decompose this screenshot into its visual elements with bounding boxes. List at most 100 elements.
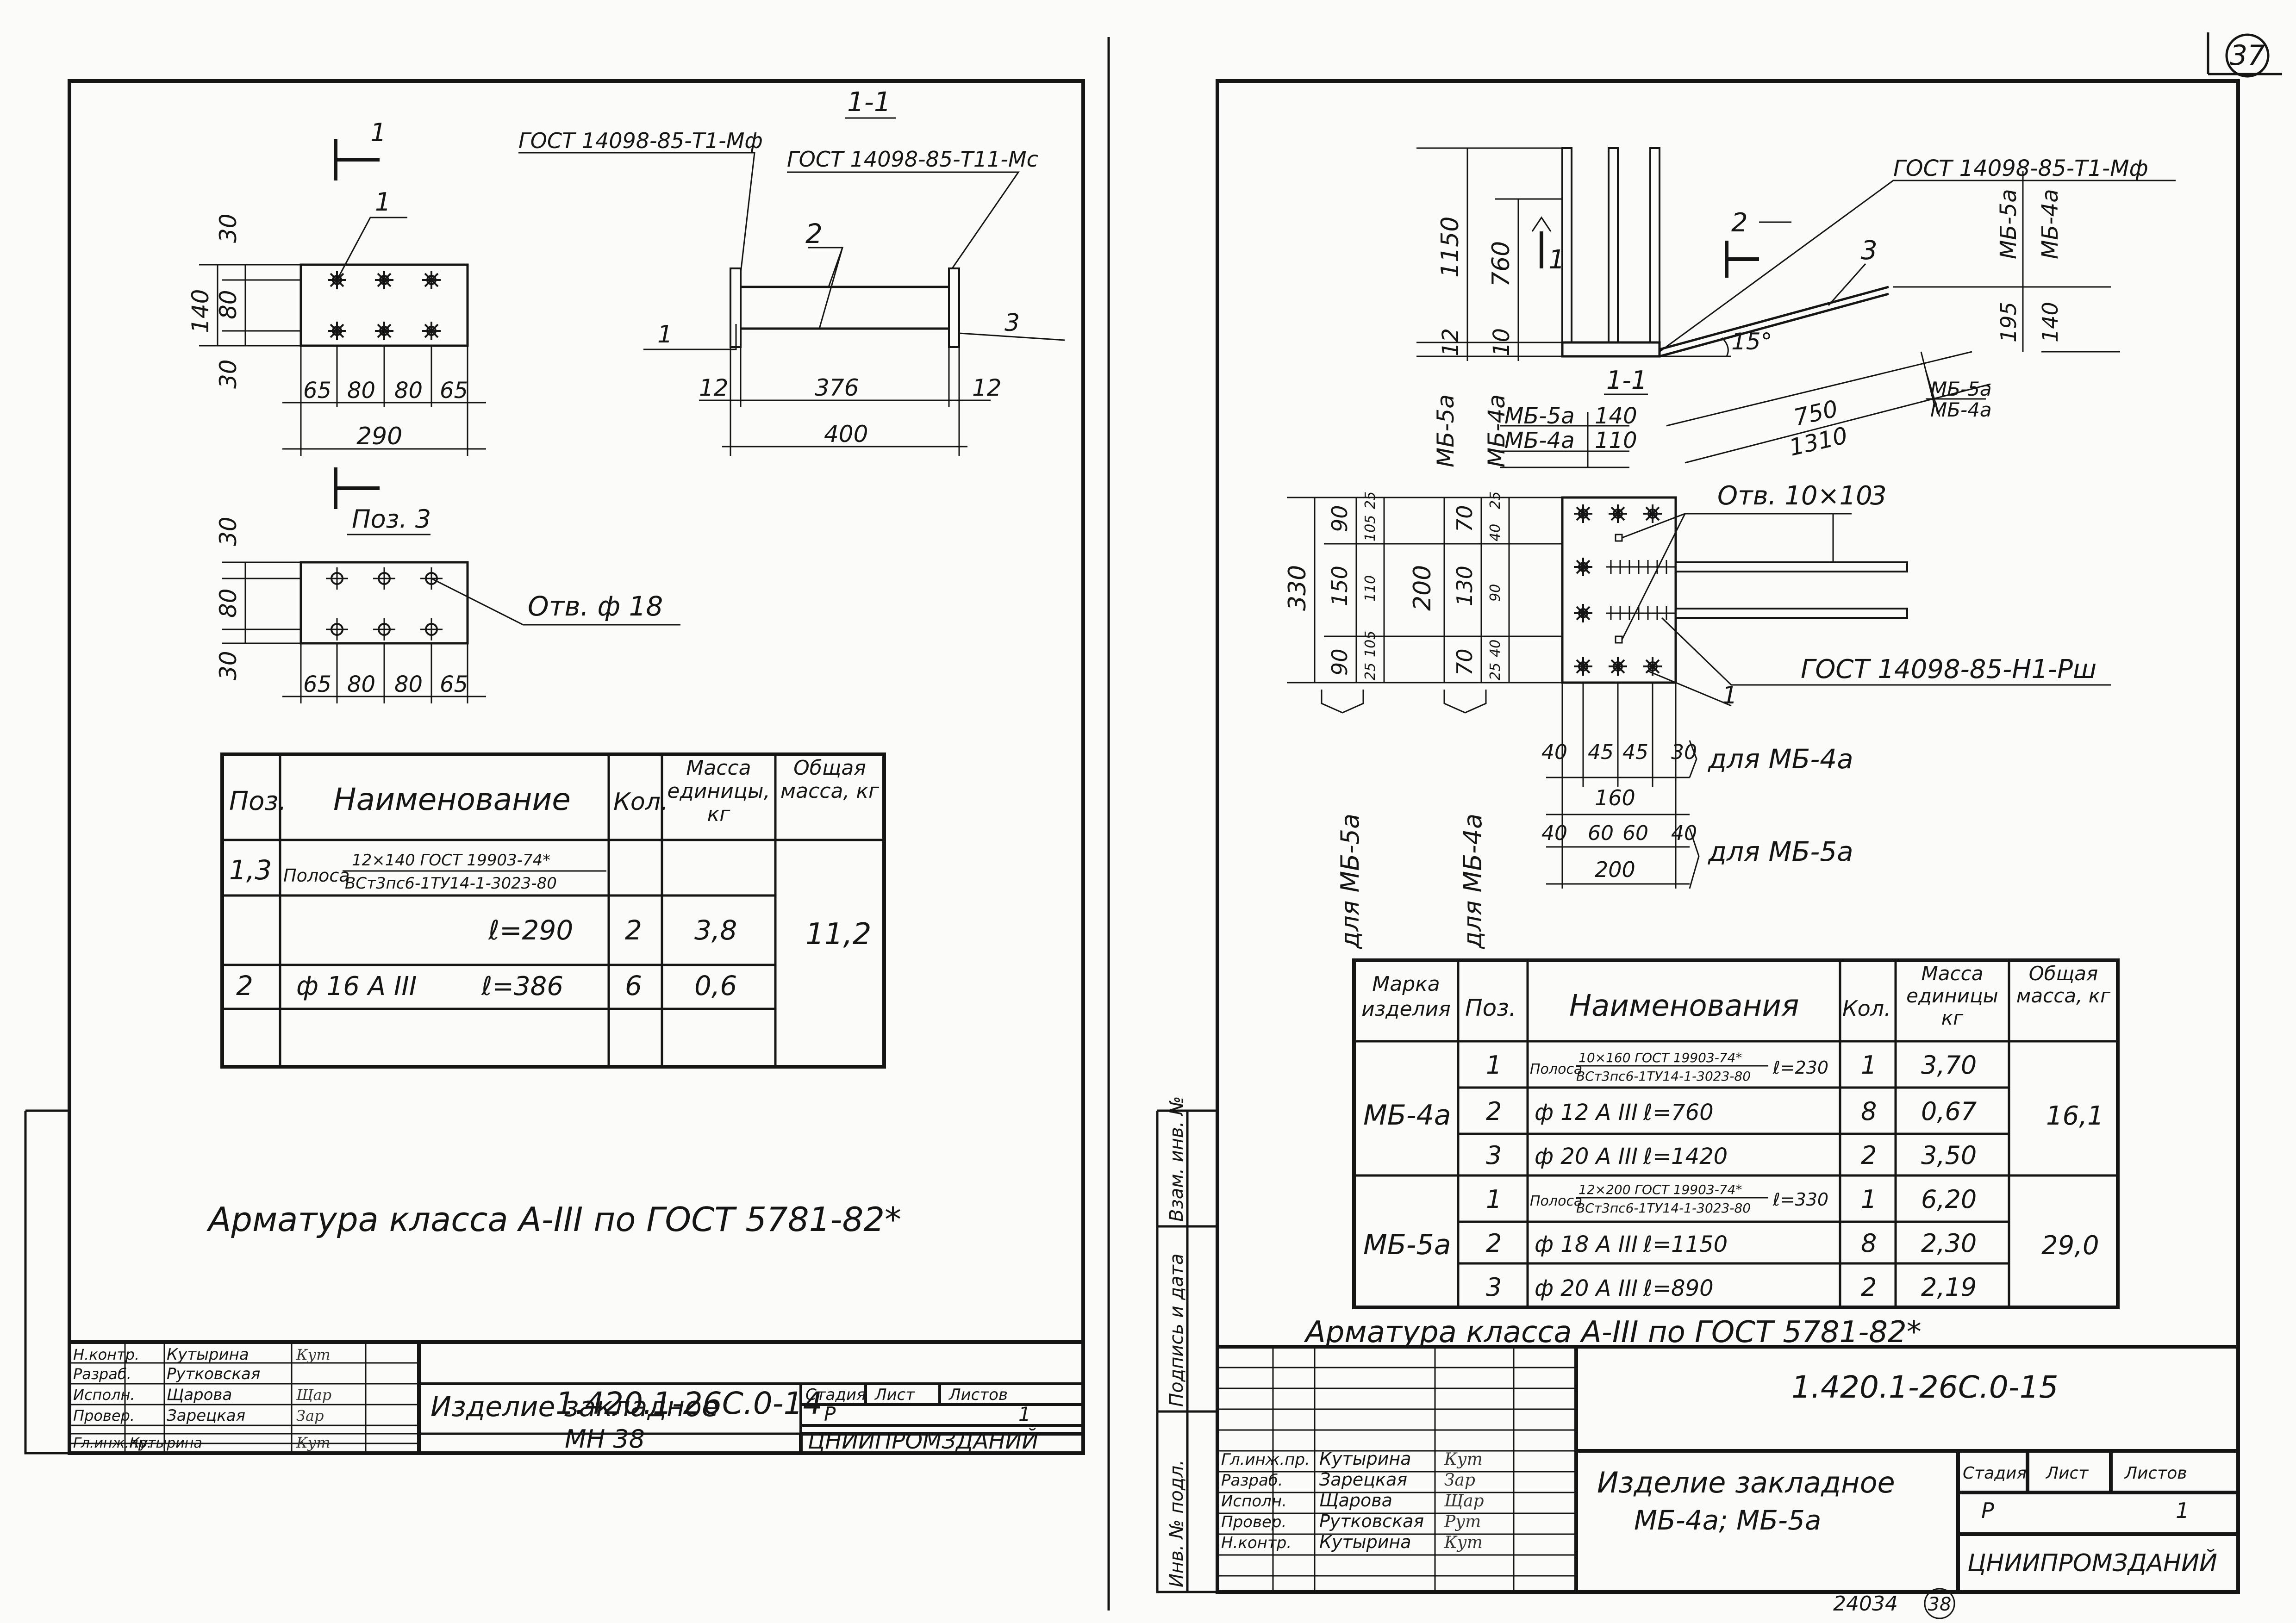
left-tb-signature-3: Щар [296,1386,331,1404]
left-tb-signature-4: Зар [296,1407,324,1424]
right-section-legend: 1-1 МБ-5а 140 МБ-4а 110 750 1310 МБ-5а М… [1500,351,1992,468]
left-plan-dim-v1: 30 [215,213,242,243]
left-note: Арматура класса А-III по ГОСТ 5781-82* [206,1200,901,1239]
page-number-badge: 37 [2207,32,2282,78]
right-elev-mark-1: 1 [1548,245,1565,275]
right-elev-dim-10: 10 [1489,328,1515,356]
right-spec-g1-r1-name-bottom: ВСт3пс6-1ТУ14-1-3023-80 [1576,1069,1751,1084]
left-tb-name-3: Щарова [167,1386,232,1404]
left-pos3-dim-v2: 80 [215,588,242,618]
right-spec-g2-r1-unit-mass: 6,20 [1921,1185,1977,1214]
left-tb-name-4: Зарецкая [167,1406,245,1425]
left-pos3-dim-h1: 65 [303,672,331,697]
left-spec-r1-name-top: 12×140 ГОСТ 19903-74* [352,851,550,870]
right-plan-row2-d4: 40 [1671,821,1697,845]
left-section-dim-right: 12 [972,374,1002,401]
left-spec-header-pos: Поз. [229,786,287,816]
left-plan-dim-h4: 65 [440,378,468,404]
right-elev-angle: 15° [1731,328,1772,355]
right-elev-dim-1150: 1150 [1436,217,1464,278]
left-spec-r3-pos: 2 [236,970,253,1001]
right-plan-row1-d4: 30 [1671,740,1697,764]
right-plan-dim-330: 330 [1284,565,1311,611]
right-spec-g1-r1-name: Полоса [1530,1061,1582,1077]
left-pos3-dim-h3: 80 [394,672,423,697]
right-spec-g1-r1-qty: 1 [1861,1051,1877,1080]
left-tb-name-1: Кутырина [130,1435,202,1451]
left-tb-code: 1.420.1-26С.0-14 [555,1386,823,1421]
right-plan-bracket-4a: для МБ-4а [1458,814,1487,949]
left-spec-header-total-mass: Общая масса, кг [780,757,880,803]
right-plan-gost: ГОСТ 14098-85-Н1-Рш [1801,654,2096,684]
left-pos3-hole-label: Отв. ф 18 [528,591,663,622]
right-spec-header-total-mass: Общая масса, кг [2016,963,2111,1007]
right-section-value-4a: 110 [1595,428,1637,454]
right-plan-dim-5a-i3: 110 [1362,575,1379,602]
right-spec-g1-r3-unit-mass: 3,50 [1921,1141,1977,1170]
right-spec-g2-r3-unit-mass: 2,19 [1921,1273,1977,1302]
left-pos3-dim-v1: 30 [215,516,242,546]
left-section-dim-left: 12 [699,374,729,401]
right-spec-g2-r3-qty: 2 [1861,1273,1877,1302]
left-spec-r2-unit-mass: 3,8 [694,914,737,946]
left-plan-dim-h3: 80 [394,378,423,404]
right-plan-row1-d2: 45 [1588,740,1614,764]
right-elev-mark-2: 2 [1731,208,1748,238]
right-plan-dim-4a-i4: 40 [1487,640,1504,657]
left-tb-name-5: Кутырина [167,1345,249,1364]
left-plan-dim-h1: 65 [303,378,331,404]
right-spec-g1-r2-pos: 2 [1486,1097,1502,1126]
left-tb-name-2: Рутковская [167,1365,260,1383]
right-plan-row1-d3: 45 [1622,740,1648,764]
right-tb-org: ЦНИИПРОМЗДАНИЙ [1967,1549,2217,1577]
right-plan-dim-5a-3: 90 [1327,648,1352,676]
right-elev-label-5a: МБ-5а [1996,189,2021,259]
right-tb-sheet-label: Лист [2045,1464,2089,1483]
right-elev-vert-mark-4a: МБ-4а [1483,394,1510,467]
right-elev-pos3: 3 [1861,236,1878,266]
right-plan-view: Отв. 10×10 3 ГОСТ 14098-85-Н1-Рш 1 330 9… [1284,481,2111,949]
right-spec-g2-r3-pos: 3 [1486,1273,1502,1302]
left-spec-r1-name-bottom: ВСт3пс6-1ТУ14-1-3023-80 [345,874,557,893]
right-spec-g2-r1-qty: 1 [1861,1185,1877,1214]
right-tb-code: 1.420.1-26С.0-15 [1791,1369,2059,1405]
right-side-stamp-1: Инв. № подл. [1166,1460,1187,1587]
left-spec-header-unit-mass: Масса единицы, кг [667,757,770,826]
left-tb-stage: Р [824,1403,836,1425]
right-spec-header-name: Наименования [1569,989,1799,1023]
left-plan-dim-v3: 30 [215,359,242,389]
left-pos3-title: Поз. 3 [352,504,431,534]
left-tb-org: ЦНИИПРОМЗДАНИЙ [808,1428,1038,1454]
right-spec-g1-r3-qty: 2 [1861,1141,1877,1170]
right-plan-row2-total: 200 [1595,857,1635,882]
page-number: 37 [2230,39,2265,72]
right-tb-signature-4: Рут [1444,1512,1481,1531]
right-spec-g2-r2-unit-mass: 2,30 [1921,1229,1977,1258]
left-section-pos-bar: 2 [805,218,823,249]
left-section-mark: 1 [370,118,386,147]
left-tb-role-2: Разраб. [73,1365,131,1383]
right-spec-g2-r1-length: ℓ=330 [1772,1189,1828,1210]
right-tb-role-2: Разраб. [1221,1471,1283,1490]
right-spec-g1-r2-length: ℓ=760 [1643,1100,1714,1126]
right-section-value-5a: 140 [1595,403,1637,429]
left-tb-item-mark: МН 38 [565,1424,645,1454]
right-spec-g1-r2-unit-mass: 0,67 [1921,1097,1977,1126]
left-section-pos-left: 1 [657,321,673,348]
right-plan-row2-d2: 60 [1588,821,1614,845]
left-tb-role-3: Исполн. [73,1386,135,1404]
right-spec-g2-r1-name-top: 12×200 ГОСТ 19903-74* [1578,1182,1742,1197]
right-spec-g1-r1-length: ℓ=230 [1772,1057,1828,1078]
right-plan-dim-5a-1: 90 [1327,505,1352,532]
right-section-title: 1-1 [1606,366,1647,395]
left-tb-signature-1: Кут [296,1434,331,1451]
right-plan-dim-4a-3: 70 [1452,648,1477,676]
right-spec-g1-total: 16,1 [2046,1101,2104,1131]
right-tb-signature-1: Кут [1444,1450,1483,1469]
right-plan-hole-label: Отв. 10×10 [1717,481,1872,511]
right-elev-dim-12: 12 [1438,328,1464,356]
right-side-stamp-2: Подпись и дата [1166,1254,1187,1407]
right-plan-row1-label: для МБ-4а [1708,743,1853,775]
left-tb-signature-5: Кут [296,1346,331,1363]
left-pos3-view: Поз. 3 Отв. ф 18 30 80 30 65 80 80 65 [215,504,680,703]
